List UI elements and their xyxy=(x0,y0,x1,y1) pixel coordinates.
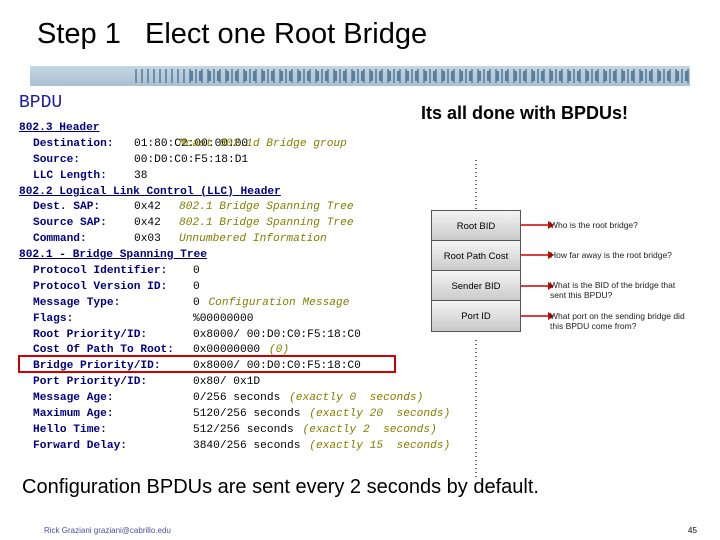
question-distance: How far away is the root bridge? xyxy=(550,250,672,260)
field-value: 0x80/ 0x1D xyxy=(193,376,261,389)
field-label: Flags: xyxy=(33,312,74,325)
author-credit: Rick Graziani graziani@cabrillo.edu xyxy=(44,526,171,535)
footer-note: Configuration BPDUs are sent every 2 sec… xyxy=(22,476,539,498)
field-value: 5120/256 seconds xyxy=(193,408,301,421)
question-sender: What is the BID of the bridge that sent … xyxy=(550,280,676,300)
field-root-bid: Root BID xyxy=(431,210,521,242)
field-label: Source SAP: xyxy=(33,217,107,230)
field-value: 0x00000000 xyxy=(193,344,261,357)
field-value: 512/256 seconds xyxy=(193,423,294,436)
field-label: LLC Length: xyxy=(33,169,107,182)
field-value: 0 xyxy=(193,280,200,293)
field-label: Message Type: xyxy=(33,296,121,309)
field-value: 00:D0:C0:F5:18:D1 xyxy=(134,153,249,166)
field-comment: Unnumbered Information xyxy=(179,233,327,246)
field-comment: (exactly 0 seconds) xyxy=(289,392,424,405)
field-comment: (exactly 2 seconds) xyxy=(302,423,437,436)
field-label: Message Age: xyxy=(33,392,114,405)
field-value: 01:80:C2:00:00:00 xyxy=(134,137,249,150)
all-done-caption: Its all done with BPDUs! xyxy=(421,103,629,123)
question-port: What port on the sending bridge did this… xyxy=(550,311,685,331)
field-value: 0x42 xyxy=(134,201,161,214)
slide-title: Step 1 Elect one Root Bridge xyxy=(37,18,428,50)
field-label: Source: xyxy=(33,153,80,166)
arrow-head-icon xyxy=(548,312,554,320)
field-port-id: Port ID xyxy=(431,300,521,332)
bpdu-field-diagram xyxy=(475,160,554,480)
field-value: 0 xyxy=(193,296,200,309)
field-label: Destination: xyxy=(33,137,114,150)
field-label: Cost Of Path To Root: xyxy=(33,344,174,357)
field-label: Port Priority/ID: xyxy=(33,376,148,389)
field-value: 0x8000/ 00:D0:C0:F5:18:C0 xyxy=(193,360,361,373)
decorative-bar xyxy=(30,66,690,86)
bpdu-label: BPDU xyxy=(19,93,63,113)
field-value: %00000000 xyxy=(193,312,254,325)
field-label: Root Priority/ID: xyxy=(33,328,148,341)
field-label: Hello Time: xyxy=(33,423,107,436)
field-label: Bridge Priority/ID: xyxy=(33,360,161,373)
field-value: 38 xyxy=(134,169,148,182)
field-comment: Mcast 802.1d Bridge group xyxy=(179,137,347,150)
field-comment: (0) xyxy=(268,344,290,357)
field-value: 0x8000/ 00:D0:C0:F5:18:C0 xyxy=(193,328,361,341)
field-value: 0x03 xyxy=(134,233,161,246)
arrow-head-icon xyxy=(548,221,554,229)
field-label: Protocol Identifier: xyxy=(33,265,168,278)
bridge-id-highlight xyxy=(18,355,396,373)
field-label: Protocol Version ID: xyxy=(33,280,168,293)
field-value: 0/256 seconds xyxy=(193,392,281,405)
section-header: 802.3 Header xyxy=(19,122,100,134)
field-label: Forward Delay: xyxy=(33,439,127,452)
field-value: 0 xyxy=(193,265,200,278)
field-comment: 802.1 Bridge Spanning Tree xyxy=(179,217,354,230)
arrow-head-icon xyxy=(548,282,554,290)
field-root-path-cost: Root Path Cost xyxy=(431,240,521,272)
field-label: Command: xyxy=(33,233,87,246)
field-label: Maximum Age: xyxy=(33,408,114,421)
field-comment: Configuration Message xyxy=(208,296,350,309)
field-label: Dest. SAP: xyxy=(33,201,101,214)
field-comment: 802.1 Bridge Spanning Tree xyxy=(179,201,354,214)
field-comment: (exactly 15 seconds) xyxy=(309,439,451,452)
field-value: 3840/256 seconds xyxy=(193,439,301,452)
field-comment: (exactly 20 seconds) xyxy=(309,408,451,421)
section-header: 802.2 Logical Link Control (LLC) Header xyxy=(19,185,281,198)
field-sender-bid: Sender BID xyxy=(431,270,521,302)
page-number: 45 xyxy=(688,526,697,535)
field-value: 0x42 xyxy=(134,217,161,230)
question-root-bridge: Who is the root bridge? xyxy=(550,220,638,230)
section-header: 802.1 - Bridge Spanning Tree xyxy=(19,249,207,262)
arrow-head-icon xyxy=(548,251,554,259)
